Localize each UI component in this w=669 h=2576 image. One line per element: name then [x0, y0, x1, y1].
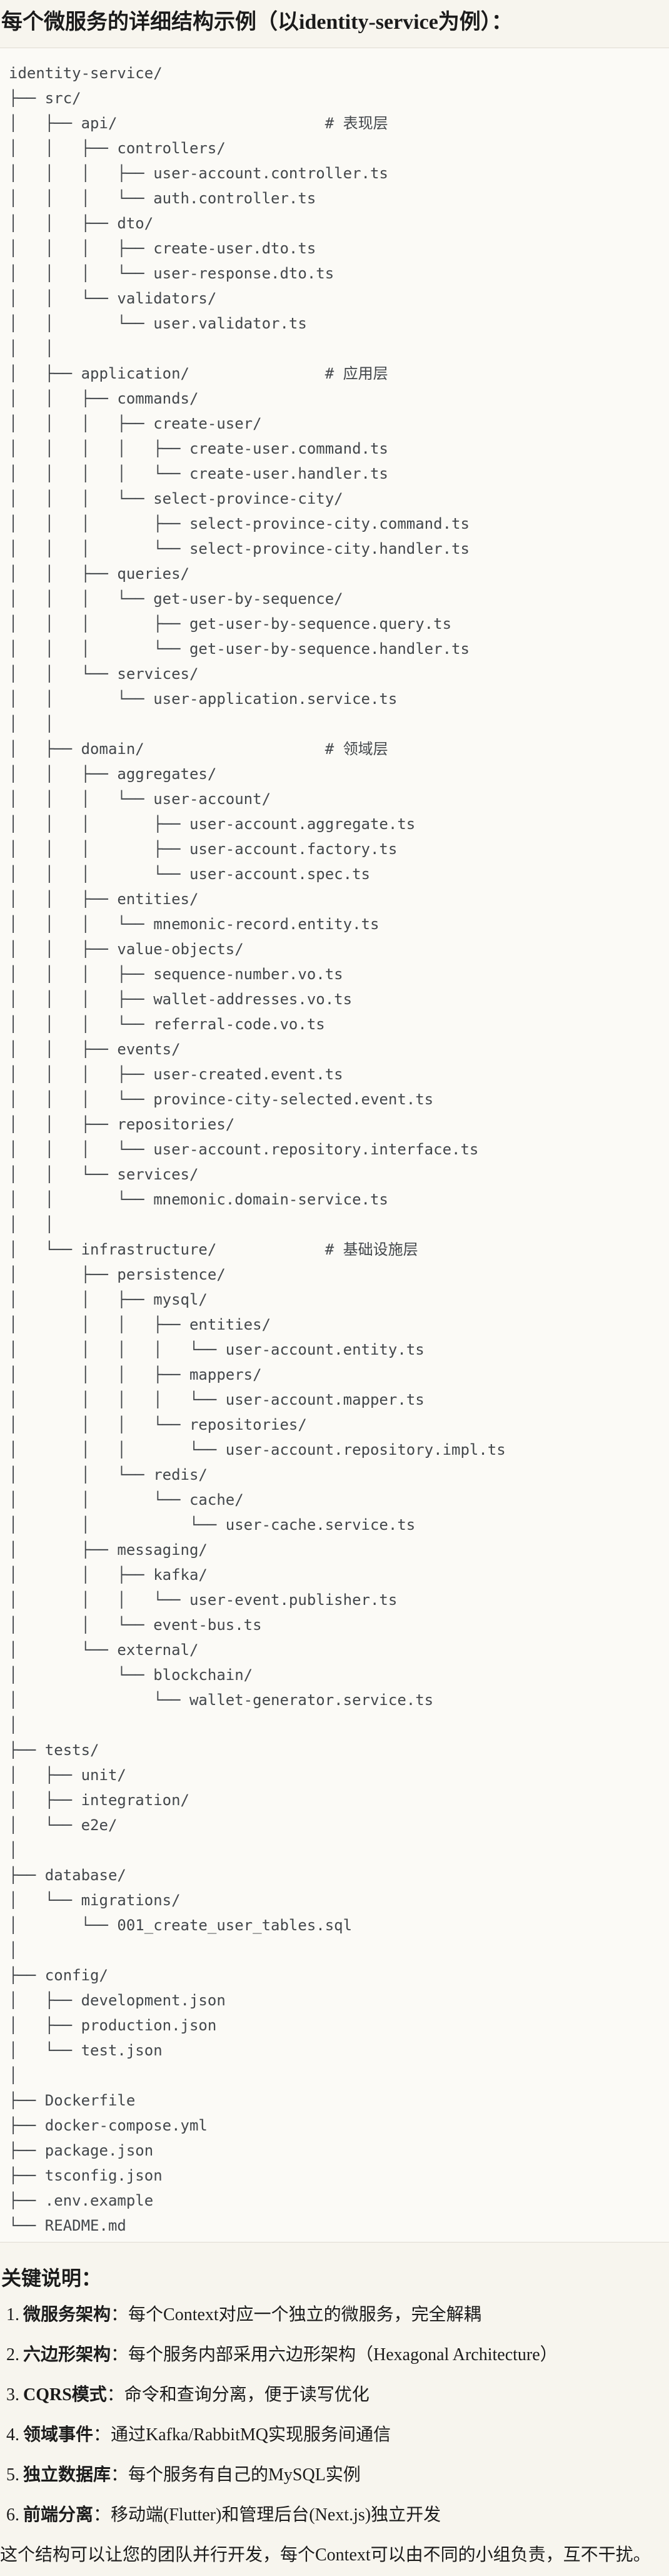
- note-item-cqrs: 3.CQRS模式：命令和查询分离，便于读写优化: [0, 2384, 669, 2406]
- note-number: 1.: [6, 2305, 19, 2324]
- closing-paragraph: 这个结构可以让您的团队并行开发，每个Context可以由不同的小组负责，互不干扰…: [0, 2545, 651, 2565]
- note-term: 微服务架构: [23, 2305, 111, 2324]
- note-desc: ：移动端(Flutter)和管理后台(Next.js)独立开发: [93, 2505, 441, 2525]
- note-desc: ：命令和查询分离，便于读写优化: [106, 2385, 370, 2405]
- note-number: 3.: [6, 2385, 19, 2405]
- note-item-hexagonal: 2.六边形架构：每个服务内部采用六边形架构（Hexagonal Architec…: [0, 2344, 669, 2366]
- note-number: 4.: [6, 2425, 19, 2445]
- page-title: 每个微服务的详细结构示例（以identity-service为例）：: [1, 11, 513, 34]
- note-number: 6.: [6, 2505, 19, 2525]
- note-term: 六边形架构: [23, 2345, 111, 2365]
- notes-list: 1.微服务架构：每个Context对应一个独立的微服务，完全解耦 2.六边形架构…: [0, 2304, 669, 2527]
- note-number: 5.: [6, 2465, 19, 2485]
- note-item-independent-db: 5.独立数据库：每个服务有自己的MySQL实例: [0, 2464, 669, 2487]
- notes-heading: 关键说明：: [1, 2267, 102, 2289]
- note-desc: ：每个服务有自己的MySQL实例: [111, 2465, 361, 2485]
- note-item-microservices: 1.微服务架构：每个Context对应一个独立的微服务，完全解耦: [0, 2304, 669, 2326]
- note-term: 前端分离: [23, 2505, 94, 2525]
- note-term: 领域事件: [23, 2425, 94, 2445]
- note-term: CQRS模式: [23, 2385, 107, 2405]
- note-item-frontend-split: 6.前端分离：移动端(Flutter)和管理后台(Next.js)独立开发: [0, 2504, 669, 2527]
- note-item-domain-events: 4.领域事件：通过Kafka/RabbitMQ实现服务间通信: [0, 2424, 669, 2446]
- note-term: 独立数据库: [23, 2465, 111, 2485]
- note-desc: ：每个Context对应一个独立的微服务，完全解耦: [111, 2305, 481, 2324]
- note-desc: ：通过Kafka/RabbitMQ实现服务间通信: [93, 2425, 391, 2445]
- note-desc: ：每个服务内部采用六边形架构（Hexagonal Architecture）: [111, 2345, 558, 2365]
- note-number: 2.: [6, 2345, 19, 2365]
- directory-tree-code-block: identity-service/ ├── src/ │ ├── api/ # …: [0, 48, 669, 2243]
